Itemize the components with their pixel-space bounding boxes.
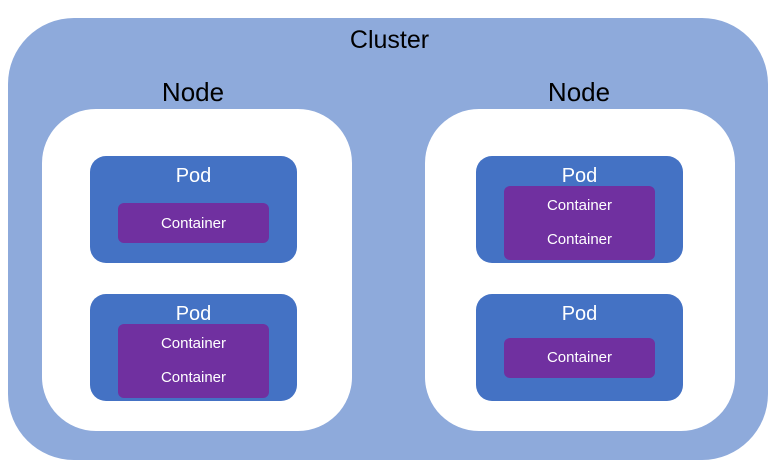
node-1-pod-2-container-2: Container	[160, 369, 227, 386]
node-2-pod-2-label: Pod	[561, 303, 598, 325]
node-2-pod-2-container-group	[504, 338, 655, 378]
node-1-label: Node	[161, 77, 225, 107]
node-1-pod-1-label: Pod	[175, 165, 212, 187]
node-2-label: Node	[547, 77, 611, 107]
node-2-pod-2-container-1: Container	[546, 349, 613, 366]
node-1-pod-2-container-group	[118, 324, 269, 398]
node-2-pod-1-container-2: Container	[546, 231, 613, 248]
node-1-pod-2-label: Pod	[175, 303, 212, 325]
node-2-pod-1-container-group	[504, 186, 655, 260]
node-2-pod-1-container-1: Container	[546, 197, 613, 214]
cluster-label: Cluster	[349, 26, 430, 54]
node-2-pod-1-label: Pod	[561, 165, 598, 187]
node-1-pod-1-container-1: Container	[160, 215, 227, 232]
node-1-pod-2-container-1: Container	[160, 335, 227, 352]
node-1-pod-1-container-group	[118, 203, 269, 243]
